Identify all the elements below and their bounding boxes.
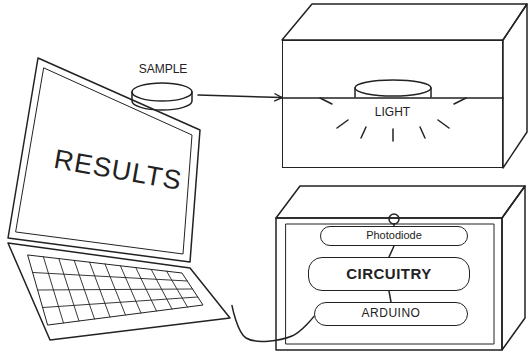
sample-disc-drawing xyxy=(132,83,192,110)
arduino-board: ARDUINO xyxy=(314,302,468,326)
node-label: SAMPLE xyxy=(128,62,198,76)
node-label: CIRCUITRY xyxy=(309,265,469,282)
flow-arrow xyxy=(198,95,282,98)
laptop: RESULTS xyxy=(4,55,232,343)
node-label: Photodiode xyxy=(321,229,467,241)
wire xyxy=(389,246,394,257)
wire xyxy=(389,291,391,302)
laptop-drawing xyxy=(8,58,230,340)
light-chamber-drawing xyxy=(282,4,527,168)
photodiode-label: Photodiode xyxy=(320,226,468,246)
circuitry-board: CIRCUITRY xyxy=(308,257,470,291)
electronics-box-drawing xyxy=(276,186,525,350)
node-label: RESULTS xyxy=(3,135,233,205)
sample-disc: SAMPLE xyxy=(128,58,198,108)
node-label: ARDUINO xyxy=(315,306,467,320)
light-chamber: LIGHT xyxy=(282,40,503,168)
usb-cable xyxy=(232,306,314,342)
node-label: LIGHT xyxy=(283,105,502,119)
